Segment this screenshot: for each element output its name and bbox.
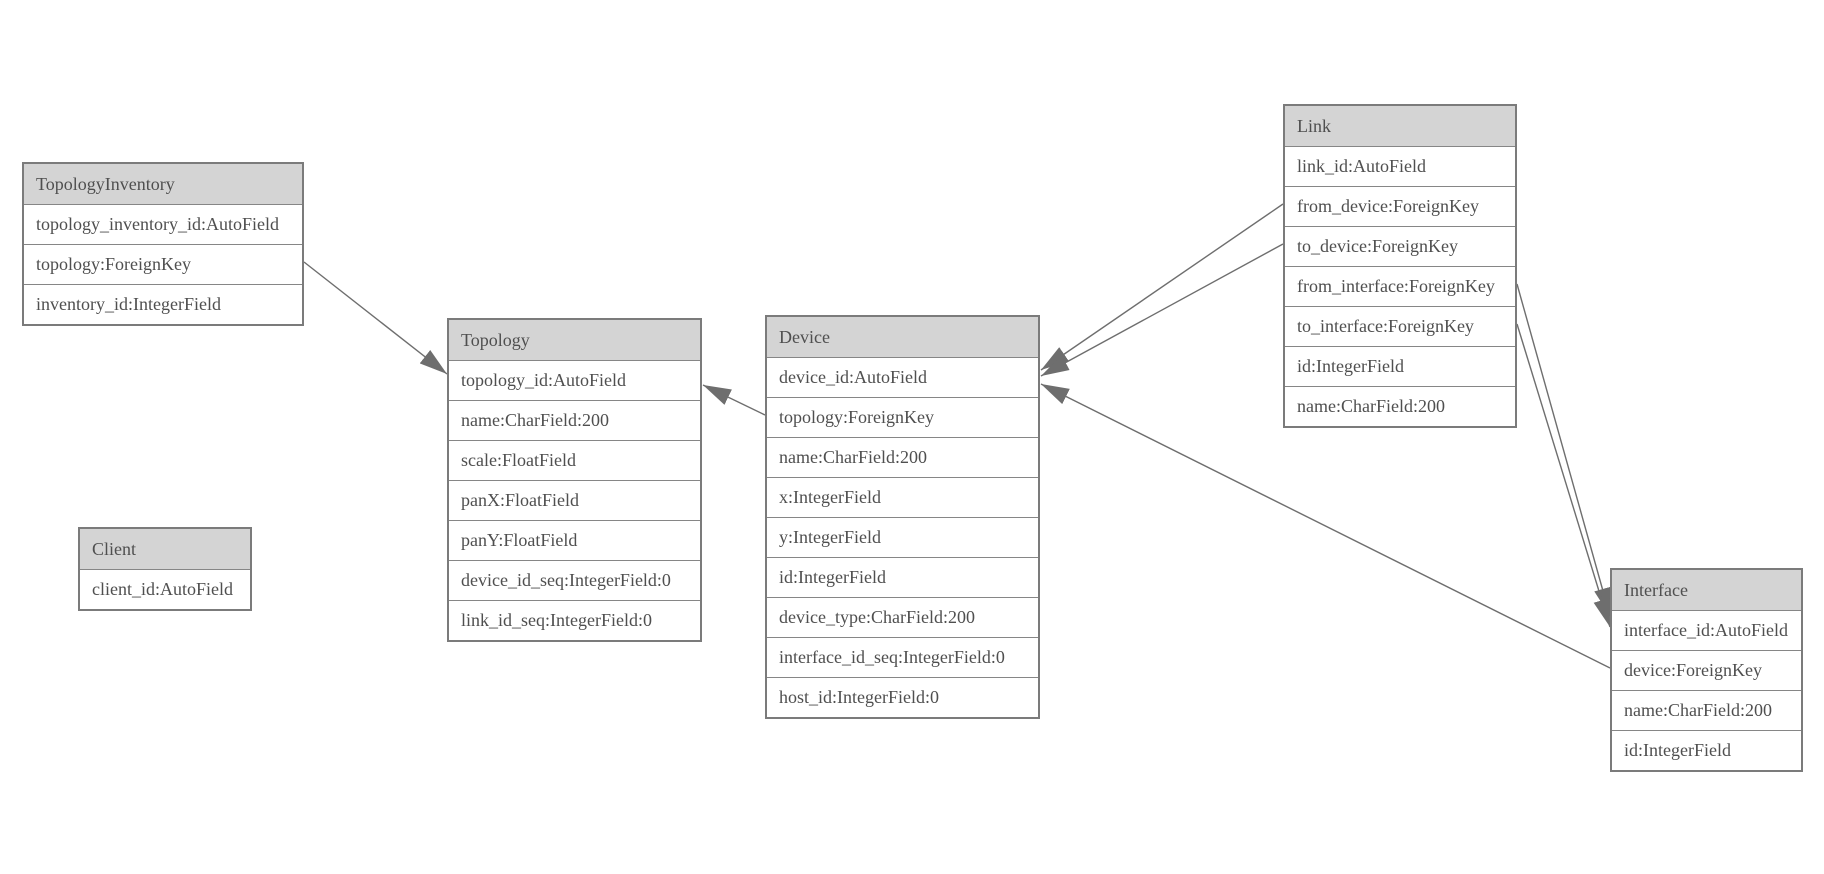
field-row: device_type:CharField:200 [767,597,1038,637]
field-row: scale:FloatField [449,440,700,480]
field-row: host_id:IntegerField:0 [767,677,1038,717]
entity-topology: Topology topology_id:AutoField name:Char… [447,318,702,642]
field-row: interface_id:AutoField [1612,610,1801,650]
field-row: to_interface:ForeignKey [1285,306,1515,346]
relation-link-frominterface-interface-line [1516,283,1611,617]
field-row: panX:FloatField [449,480,700,520]
field-row: id:IntegerField [1285,346,1515,386]
relation-link-fromdevice-device-line [1040,203,1284,371]
relation-device-topology-line [702,384,766,416]
field-row: device_id:AutoField [767,357,1038,397]
entity-link: Link link_id:AutoField from_device:Forei… [1283,104,1517,428]
field-row: id:IntegerField [767,557,1038,597]
field-row: topology_inventory_id:AutoField [24,204,302,244]
field-row: panY:FloatField [449,520,700,560]
field-row: client_id:AutoField [80,569,250,609]
field-row: id:IntegerField [1612,730,1801,770]
relation-topologyinventory-topology-line [303,261,448,375]
field-row: to_device:ForeignKey [1285,226,1515,266]
field-row: device:ForeignKey [1612,650,1801,690]
field-row: name:CharField:200 [449,400,700,440]
field-row: x:IntegerField [767,477,1038,517]
entity-title: Client [80,529,250,569]
field-row: inventory_id:IntegerField [24,284,302,324]
field-row: y:IntegerField [767,517,1038,557]
field-row: link_id:AutoField [1285,146,1515,186]
field-row: topology_id:AutoField [449,360,700,400]
field-row: from_interface:ForeignKey [1285,266,1515,306]
field-row: device_id_seq:IntegerField:0 [449,560,700,600]
entity-title: Interface [1612,570,1801,610]
relation-interface-device-line [1040,383,1611,669]
field-row: name:CharField:200 [1612,690,1801,730]
entity-topology-inventory: TopologyInventory topology_inventory_id:… [22,162,304,326]
entity-title: Topology [449,320,700,360]
field-row: name:CharField:200 [767,437,1038,477]
relation-link-todevice-device-line [1040,243,1284,377]
field-row: name:CharField:200 [1285,386,1515,426]
field-row: interface_id_seq:IntegerField:0 [767,637,1038,677]
field-row: topology:ForeignKey [767,397,1038,437]
field-row: link_id_seq:IntegerField:0 [449,600,700,640]
entity-device: Device device_id:AutoField topology:Fore… [765,315,1040,719]
relation-link-tointerface-interface-line [1516,323,1611,628]
field-row: topology:ForeignKey [24,244,302,284]
entity-title: Device [767,317,1038,357]
field-row: from_device:ForeignKey [1285,186,1515,226]
entity-interface: Interface interface_id:AutoField device:… [1610,568,1803,772]
entity-client: Client client_id:AutoField [78,527,252,611]
entity-title: TopologyInventory [24,164,302,204]
entity-title: Link [1285,106,1515,146]
